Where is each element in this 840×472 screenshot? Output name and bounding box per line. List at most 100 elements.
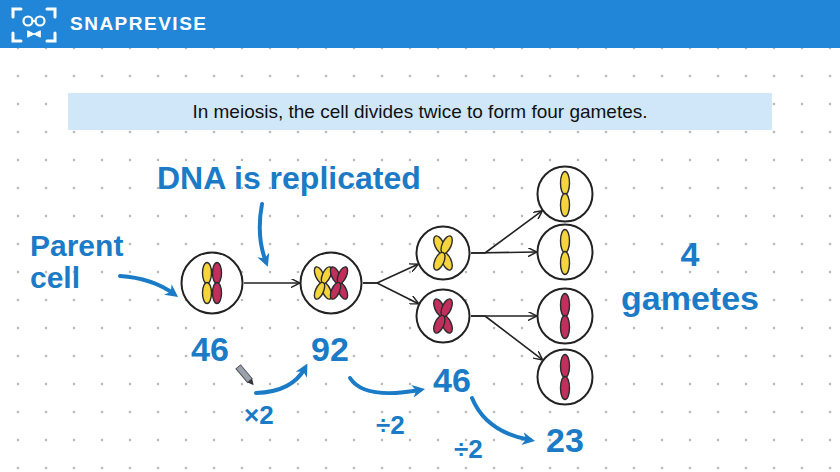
cell-outline xyxy=(536,165,594,223)
cell-circle: 46 xyxy=(415,288,471,344)
chromatid xyxy=(431,297,454,334)
chromatid-arm xyxy=(561,377,570,400)
calculation-arrow xyxy=(256,368,305,393)
chromatid-arm xyxy=(203,263,212,284)
chromatid xyxy=(561,294,570,339)
logo-glasses xyxy=(36,17,45,26)
cell-outline xyxy=(415,225,471,281)
chromosomes xyxy=(561,294,570,339)
logo-corner xyxy=(47,9,55,17)
cell-outline xyxy=(415,288,471,344)
chromatid-arm xyxy=(328,281,343,301)
arrow-connector xyxy=(244,282,299,284)
title-banner xyxy=(68,93,772,130)
chromatid-arm xyxy=(213,283,222,304)
cell-circle: 23 xyxy=(536,348,594,406)
operation-label: ×2 xyxy=(244,400,274,431)
arrow-connector xyxy=(363,283,418,303)
operation-label: ÷2 xyxy=(454,434,483,465)
arrow-connector xyxy=(471,211,542,253)
cell-membrane xyxy=(417,227,470,280)
result-label: 4 gametes xyxy=(615,232,765,320)
operation-label: ÷2 xyxy=(376,410,405,441)
cell-membrane xyxy=(182,253,243,314)
pencil-body xyxy=(236,365,252,383)
chromatid-arm xyxy=(431,314,447,335)
cell-membrane xyxy=(538,350,593,405)
cell-circle: 46 xyxy=(180,251,244,315)
chromatid xyxy=(561,230,570,275)
chromosome-count: 92 xyxy=(290,329,370,369)
arrow-connector xyxy=(471,316,542,359)
callout-label: Parent cell xyxy=(30,230,142,294)
chromatid xyxy=(431,234,454,271)
chromosomes xyxy=(561,230,570,275)
brand-name: SNAPREVISE xyxy=(70,13,207,35)
chromatid-arm xyxy=(561,230,570,253)
chromosomes xyxy=(561,172,570,217)
chromatid-arm xyxy=(561,316,570,339)
cell-outline xyxy=(536,223,594,281)
hand-arrows xyxy=(120,204,530,440)
chromatid-arm xyxy=(312,281,327,301)
arrow-connector xyxy=(471,252,536,253)
cell-circle xyxy=(536,165,594,223)
chromatid xyxy=(561,355,570,400)
cell-membrane xyxy=(417,290,470,343)
chromatid xyxy=(203,263,212,304)
logo-corner xyxy=(47,33,55,41)
cell-circle: 92 xyxy=(299,251,363,315)
chromosomes xyxy=(203,263,222,304)
logo-corner xyxy=(13,9,21,17)
chromatid-arm xyxy=(561,294,570,317)
banner-title: In meiosis, the cell divides twice to fo… xyxy=(68,93,772,130)
chromatid-arm xyxy=(213,263,222,284)
chromatid xyxy=(431,234,454,271)
cell-circle xyxy=(536,287,594,345)
chromatid xyxy=(431,297,454,334)
cell-outline xyxy=(536,348,594,406)
chromatid-arm xyxy=(203,283,212,304)
arrow-connector xyxy=(363,265,418,283)
header-bar xyxy=(0,0,840,48)
chromosome-count: 23 xyxy=(525,420,605,460)
chromosomes xyxy=(561,355,570,400)
logo-icon xyxy=(13,9,55,41)
chromosome-count: 46 xyxy=(170,329,250,369)
pointer-arrow xyxy=(260,204,266,262)
pointer-arrow xyxy=(120,276,174,294)
chromosome-count: 46 xyxy=(412,360,492,400)
cell-circle xyxy=(415,225,471,281)
cell-outline xyxy=(180,251,244,315)
logo-bowtie xyxy=(28,31,40,37)
cell-membrane xyxy=(538,289,593,344)
logo-bridge xyxy=(33,20,36,22)
chromatid-arm xyxy=(561,172,570,195)
chromatid-arm xyxy=(431,251,447,272)
calculation-arrow xyxy=(350,378,420,393)
cell-outline xyxy=(536,287,594,345)
dot-grid xyxy=(0,48,840,472)
chromatid xyxy=(561,172,570,217)
cell-membrane xyxy=(538,167,593,222)
chromatid xyxy=(328,265,350,300)
logo-corner xyxy=(13,33,21,41)
chromosomes xyxy=(431,297,454,334)
chromatid-arm xyxy=(561,252,570,275)
pencil-tip xyxy=(248,379,256,387)
cell-membrane xyxy=(301,253,362,314)
chromosomes xyxy=(431,234,454,271)
chromatid xyxy=(213,263,222,304)
cell-outline xyxy=(299,251,363,315)
callout-label: DNA is replicated xyxy=(157,160,421,197)
chromatid-arm xyxy=(561,194,570,217)
cell-circle xyxy=(536,223,594,281)
chromatid xyxy=(328,265,350,300)
chromatid-arm xyxy=(561,355,570,378)
pencil-icon xyxy=(236,365,256,387)
cell-membrane xyxy=(538,225,593,280)
